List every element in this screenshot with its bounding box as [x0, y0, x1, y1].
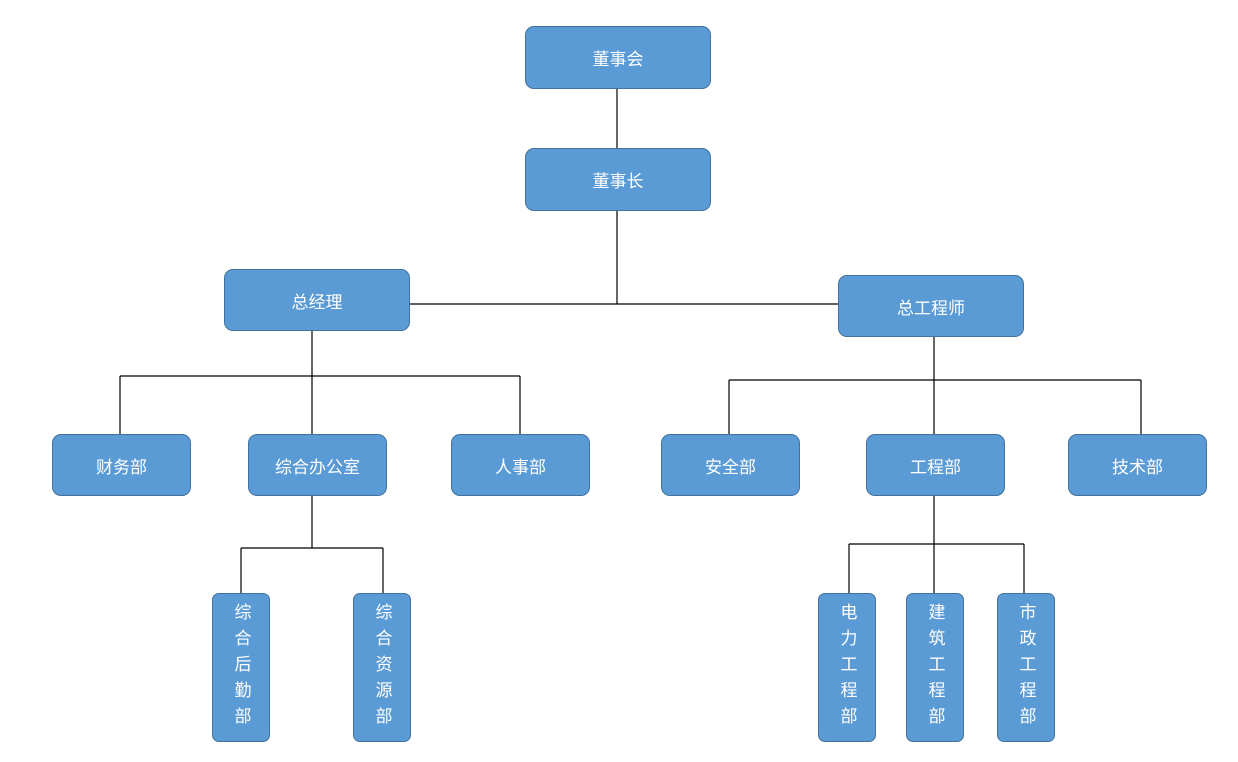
node-board: 董事会	[525, 26, 711, 89]
node-safety: 安全部	[661, 434, 800, 496]
node-engineering: 工程部	[866, 434, 1005, 496]
node-finance: 财务部	[52, 434, 191, 496]
node-power-eng: 电力工程部	[818, 593, 876, 742]
node-general-office: 综合办公室	[248, 434, 387, 496]
node-construction-eng: 建筑工程部	[906, 593, 964, 742]
node-logistics: 综合后勤部	[212, 593, 270, 742]
node-chairman: 董事长	[525, 148, 711, 211]
node-technology: 技术部	[1068, 434, 1207, 496]
node-hr: 人事部	[451, 434, 590, 496]
node-chief-engineer: 总工程师	[838, 275, 1024, 337]
node-municipal-eng: 市政工程部	[997, 593, 1055, 742]
node-general-manager: 总经理	[224, 269, 410, 331]
node-resources: 综合资源部	[353, 593, 411, 742]
